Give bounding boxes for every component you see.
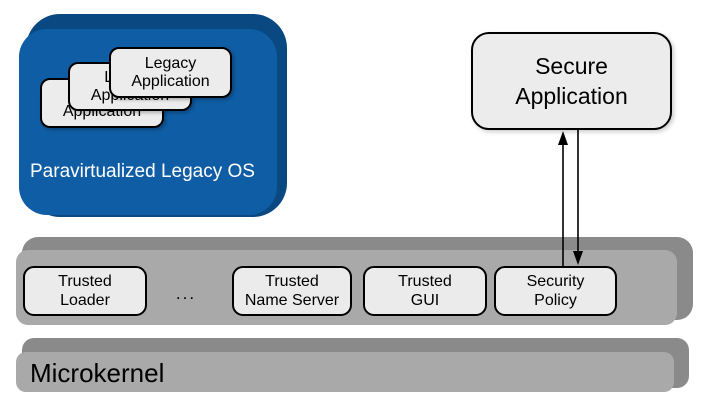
service-box-trusted-name-server: Trusted Name Server (232, 266, 352, 316)
service-box-trusted-gui: Trusted GUI (363, 266, 487, 316)
legacy-app-box: Legacy Application (109, 47, 232, 98)
microkernel-label: Microkernel (30, 358, 165, 388)
secure-app-policy-arrows (558, 130, 583, 266)
arrow-down-head (573, 251, 583, 265)
arrow-up-head (558, 131, 568, 145)
microkernel-slab-face (16, 352, 674, 392)
secure-application-box: Secure Application (471, 32, 672, 130)
legacy-os-label: Paravirtualized Legacy OS (30, 161, 255, 182)
services-ellipsis: ... (175, 284, 197, 303)
service-box-security-policy: Security Policy (494, 266, 617, 316)
service-box-trusted-loader: Trusted Loader (23, 266, 147, 316)
